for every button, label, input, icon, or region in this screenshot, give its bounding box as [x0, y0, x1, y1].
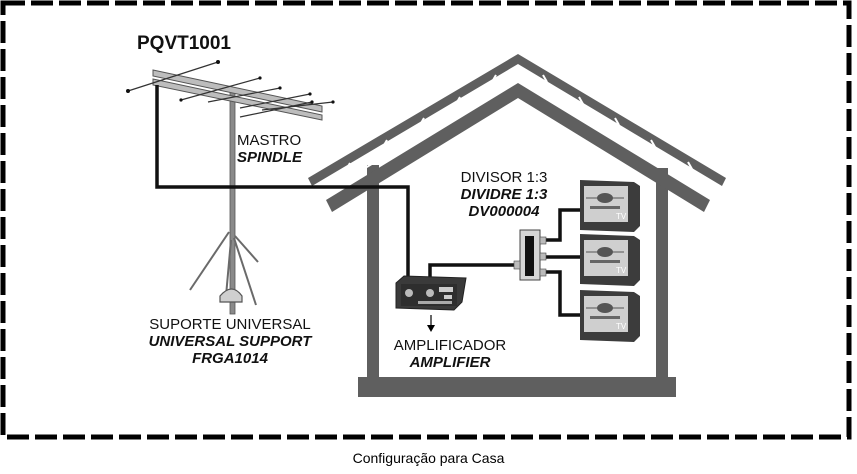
splitter-label: DIVISOR 1:3 DIVIDRE 1:3 DV000004 [460, 169, 548, 220]
antenna-model-label: PQVT1001 [137, 33, 231, 54]
amplifier-device [395, 275, 467, 332]
cable-amplifier-to-splitter [428, 263, 520, 280]
splitter-label-en: DIVIDRE 1:3 [460, 186, 548, 203]
antenna-booms [152, 69, 323, 121]
support-label-pt: SUPORTE UNIVERSAL [149, 316, 311, 333]
tv-set-2: TV [580, 234, 640, 286]
tv-label: TV [616, 322, 627, 331]
amplifier-label: AMPLIFICADOR AMPLIFIER [380, 337, 520, 371]
cable-antenna-to-amplifier [155, 85, 410, 278]
splitter-label-pt: DIVISOR 1:3 [460, 169, 548, 186]
amplifier-label-pt: AMPLIFICADOR [393, 337, 507, 354]
mast-label-en: SPINDLE [237, 149, 303, 166]
house-floor [358, 377, 676, 397]
mast [229, 91, 236, 315]
antenna [126, 60, 335, 315]
mount-clamp [219, 288, 243, 303]
amplifier-label-en: AMPLIFIER [409, 354, 491, 371]
arrow-down-icon [427, 325, 435, 332]
support-model: FRGA1014 [192, 350, 268, 367]
tripod-support [189, 231, 259, 306]
mast-label-pt: MASTRO [237, 132, 302, 149]
dashed-frame [0, 0, 852, 440]
tv-label: TV [616, 266, 627, 275]
antenna-elements [127, 61, 334, 118]
splitter-model: DV000004 [468, 203, 540, 220]
tv-set-1: TV [580, 180, 640, 232]
house [308, 54, 726, 397]
house-right-wall [656, 168, 668, 385]
cable-splitter-to-tv3 [540, 270, 580, 317]
support-label-en: UNIVERSAL SUPPORT [148, 333, 312, 350]
coax-cables [155, 85, 580, 317]
tv-set-3: TV [580, 290, 640, 342]
cable-splitter-to-tv1 [540, 208, 580, 242]
figure-caption: Configuração para Casa [352, 450, 505, 466]
tv-label: TV [616, 212, 627, 221]
support-label: SUPORTE UNIVERSAL UNIVERSAL SUPPORT FRGA… [140, 316, 320, 367]
mast-label: MASTRO SPINDLE [237, 132, 302, 166]
house-left-wall [367, 165, 379, 385]
splitter-device [513, 229, 547, 281]
